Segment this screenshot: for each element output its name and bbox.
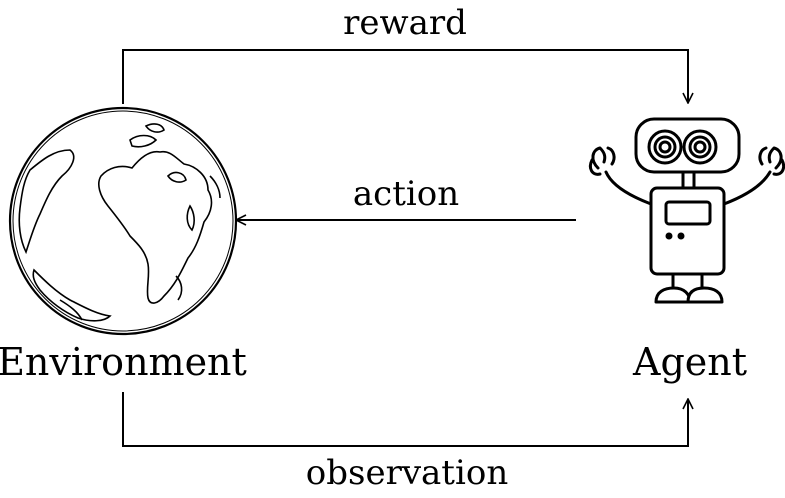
globe-icon — [8, 106, 238, 336]
action-label: action — [352, 174, 460, 214]
environment-label: Environment — [0, 340, 247, 384]
reward-label: reward — [343, 3, 467, 43]
observation-label: observation — [305, 453, 509, 493]
observation-arrow — [122, 392, 688, 447]
agent-label: Agent — [633, 340, 747, 384]
reward-arrow — [122, 49, 688, 104]
robot-icon — [588, 117, 785, 304]
